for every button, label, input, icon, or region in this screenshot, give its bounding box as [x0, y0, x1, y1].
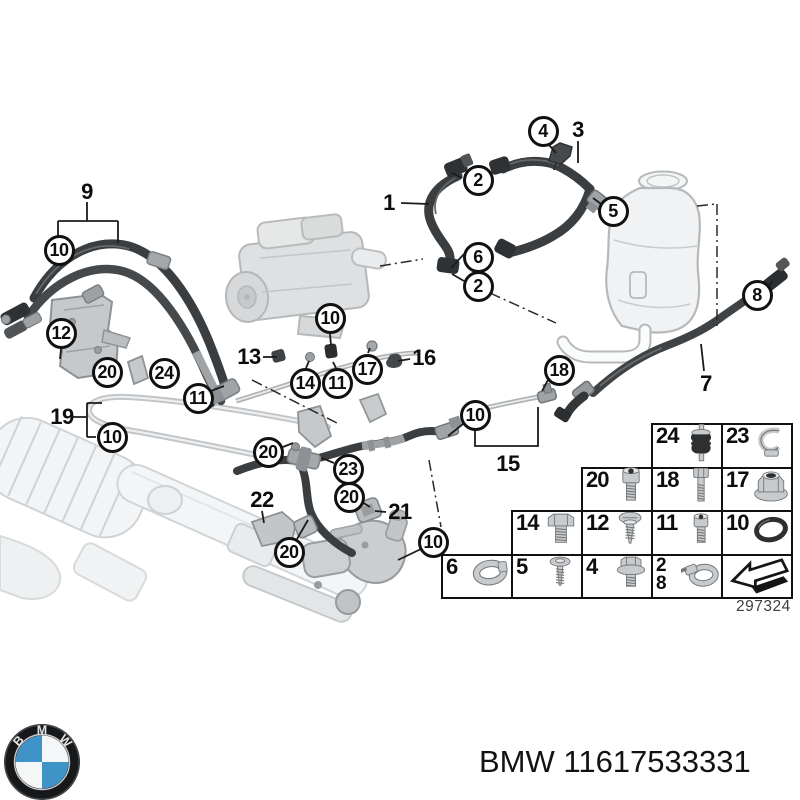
bmw-logo: B M W [4, 724, 80, 800]
steering-gear-unit [242, 509, 408, 623]
callout-20: 20 [273, 536, 305, 568]
legend-number: 11 [656, 510, 678, 535]
callout-12: 12 [45, 317, 77, 349]
legend-number: 14 [516, 510, 540, 535]
direction-arrow-icon [728, 554, 790, 599]
mounting-bracket-12 [48, 292, 131, 380]
o-ring-icon [751, 510, 791, 555]
callout-10: 10 [417, 526, 449, 558]
legend-cell-24: 24 [651, 423, 723, 469]
legend-cell-11: 11 [651, 510, 723, 556]
legend-cell-6: 6 [441, 553, 513, 599]
washer-screw-icon [541, 554, 581, 599]
legend-cell-20: 20 [581, 466, 653, 512]
legend-cell-18: 18 [651, 466, 723, 512]
cooler-pipe-19 [86, 393, 331, 466]
legend-number: 5 [516, 553, 528, 579]
leader-lines [57, 141, 774, 561]
part-label-16: 16 [412, 345, 436, 370]
suction-hose-1 [424, 153, 474, 274]
callout-2: 2 [462, 164, 494, 196]
hose-clamp-icon [471, 554, 511, 599]
callout-18: 18 [543, 354, 575, 386]
legend-number: 17 [726, 466, 750, 492]
expansion-tank [556, 170, 701, 364]
socket-head-bolt-icon [611, 467, 651, 512]
legend-cell-direction-arrow [721, 553, 793, 599]
callout-5: 5 [597, 195, 629, 227]
callout-23: 23 [332, 453, 364, 485]
legend-number: 4 [586, 553, 598, 579]
part-label-15: 15 [496, 451, 520, 476]
bmw-roundel-quarters [15, 735, 69, 789]
alignment-lines [251, 203, 718, 528]
callout-10: 10 [43, 234, 75, 266]
callout-20: 20 [91, 356, 123, 388]
callout-17: 17 [351, 353, 383, 385]
hex-bolt-long-icon [681, 467, 721, 512]
legend-cell-12: 12 [581, 510, 653, 556]
legend-cell-4: 4 [581, 553, 653, 599]
part-number-line: BMW 11617533331 [479, 744, 751, 780]
self-tapping-screw-icon [611, 510, 651, 555]
part-number-text: 11617533331 [563, 744, 751, 779]
power-steering-pump [224, 213, 387, 340]
legend-number: 24 [656, 423, 680, 448]
drawing-number: 297324 [736, 598, 791, 615]
legend-cell-23: 23 [721, 423, 793, 469]
callout-20: 20 [252, 436, 284, 468]
callout-2: 2 [462, 270, 494, 302]
legend-number: 12 [586, 510, 610, 535]
callout-14: 14 [289, 367, 321, 399]
rubber-mount-icon [681, 423, 721, 468]
legend-cell-14: 14 [511, 510, 583, 556]
legend-cell-17: 17 [721, 466, 793, 512]
legend-cell-10: 10 [721, 510, 793, 556]
part-label-19: 19 [50, 404, 74, 429]
hose-end-fittings [0, 302, 43, 339]
part-label-13: 13 [237, 344, 261, 369]
flange-bolt-icon [611, 554, 651, 599]
steering-rack [0, 415, 408, 623]
legend-number: 20 [586, 466, 610, 492]
legend-number: 18 [656, 466, 680, 492]
callout-24: 24 [148, 357, 180, 389]
part-label-1: 1 [383, 190, 395, 215]
callout-10: 10 [459, 399, 491, 431]
socket-head-bolt-small-icon [681, 510, 721, 555]
spring-clip-icon [751, 423, 791, 468]
hex-bolt-icon [541, 510, 581, 555]
callout-10: 10 [96, 421, 128, 453]
bmw-logo-letter-m: M [37, 724, 47, 738]
callout-11: 11 [182, 382, 214, 414]
legend-number: 10 [726, 510, 750, 535]
part-label-7: 7 [700, 371, 712, 396]
y-hose-3 [489, 142, 609, 259]
legend-number: 6 [446, 553, 458, 579]
callout-20: 20 [333, 481, 365, 513]
legend-number: 23 [726, 423, 750, 448]
callout-8: 8 [741, 279, 773, 311]
flange-nut-icon [751, 467, 791, 512]
part-label-22: 22 [250, 487, 274, 512]
part-label-9: 9 [81, 179, 93, 204]
brand-text: BMW [479, 744, 555, 779]
hose-holder-4 [548, 142, 573, 171]
part-label-21: 21 [388, 499, 412, 524]
worm-drive-clamp-icon [679, 554, 721, 599]
callout-10: 10 [314, 302, 346, 334]
callout-11: 11 [321, 367, 353, 399]
callout-6: 6 [462, 241, 494, 273]
legend-cell-5: 5 [511, 553, 583, 599]
callout-4: 4 [527, 115, 559, 147]
part-label-3: 3 [572, 117, 584, 142]
